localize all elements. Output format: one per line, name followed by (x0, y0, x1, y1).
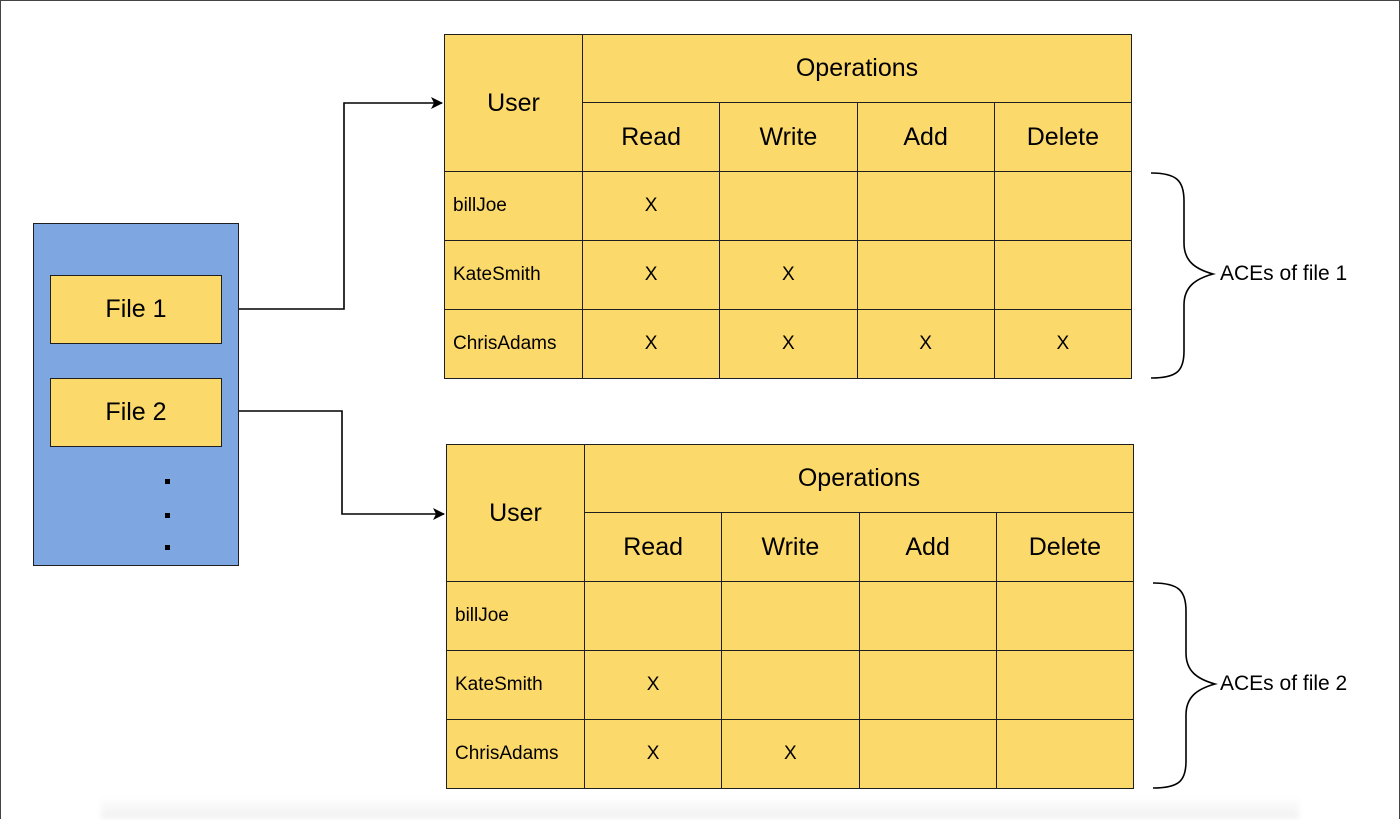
user-name-cell: KateSmith (444, 240, 583, 310)
file-2-label: File 2 (105, 398, 167, 426)
user-name-cell: billJoe (446, 581, 585, 651)
permission-cell: X (581, 171, 721, 241)
permission-cell: X (581, 240, 721, 310)
arrow-file1-to-acl1 (222, 97, 443, 310)
permission-cell (721, 650, 860, 720)
user-name-cell: KateSmith (446, 650, 585, 720)
brace-acl2 (1152, 582, 1218, 789)
permission-cell (858, 650, 997, 720)
user-header: User (446, 444, 585, 582)
permission-cell: X (721, 719, 860, 789)
operations-header: Operations (582, 34, 1132, 103)
permission-cell (995, 719, 1135, 789)
column-header-add: Add (856, 102, 995, 172)
file-list-panel: File 1 File 2 (33, 223, 239, 566)
aces-file-2-label: ACEs of file 2 (1220, 672, 1348, 695)
ellipsis-dot-2 (165, 513, 170, 518)
file-1-box[interactable]: File 1 (50, 275, 222, 344)
column-header-read: Read (581, 102, 721, 172)
table-row: ChrisAdams X X (446, 719, 1135, 789)
column-header-add: Add (858, 512, 997, 582)
ellipsis-dot-1 (165, 479, 170, 484)
file-1-label: File 1 (105, 295, 167, 323)
user-header: User (444, 34, 583, 172)
permission-cell (856, 240, 995, 310)
table-row: ChrisAdams X X X X (444, 309, 1133, 379)
file-2-box[interactable]: File 2 (50, 378, 222, 447)
table-row: billJoe X (444, 171, 1133, 241)
permission-cell (856, 171, 995, 241)
permission-cell (995, 650, 1135, 720)
permission-cell (993, 240, 1133, 310)
bottom-shadow (101, 797, 1299, 819)
permission-cell: X (993, 309, 1133, 379)
permission-cell: X (856, 309, 995, 379)
column-header-write: Write (721, 512, 860, 582)
permission-cell (858, 719, 997, 789)
operations-header: Operations (584, 444, 1134, 513)
table-row: billJoe (446, 581, 1135, 651)
column-header-delete: Delete (993, 102, 1133, 172)
permission-cell: X (583, 719, 723, 789)
permission-cell (993, 171, 1133, 241)
permission-cell: X (719, 240, 858, 310)
table-row: KateSmith X (446, 650, 1135, 720)
acl-table-file-1: User Operations Read Write Add Delete bi… (444, 34, 1133, 379)
table-row: KateSmith X X (444, 240, 1133, 310)
acl-table-file-2: User Operations Read Write Add Delete bi… (446, 444, 1135, 789)
permission-cell (858, 581, 997, 651)
aces-file-1-label: ACEs of file 1 (1220, 262, 1348, 285)
permission-cell (721, 581, 860, 651)
permission-cell: X (719, 309, 858, 379)
arrow-file2-to-acl2 (222, 410, 445, 520)
brace-acl1 (1150, 172, 1216, 379)
permission-cell (583, 581, 723, 651)
permission-cell (995, 581, 1135, 651)
permission-cell: X (581, 309, 721, 379)
permission-cell: X (583, 650, 723, 720)
ellipsis-dot-3 (165, 545, 170, 550)
user-name-cell: ChrisAdams (446, 719, 585, 789)
column-header-delete: Delete (995, 512, 1135, 582)
column-header-write: Write (719, 102, 858, 172)
permission-cell (719, 171, 858, 241)
user-name-cell: ChrisAdams (444, 309, 583, 379)
column-header-read: Read (583, 512, 723, 582)
user-name-cell: billJoe (444, 171, 583, 241)
